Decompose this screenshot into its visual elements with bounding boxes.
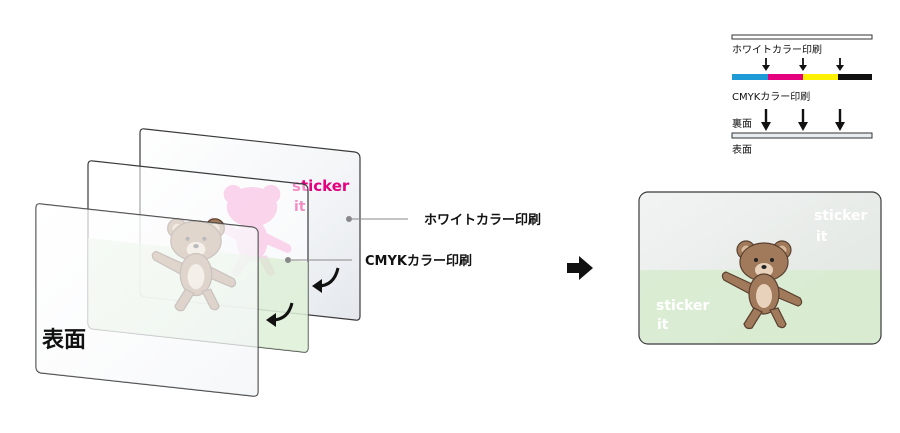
curved-arrow-icon	[312, 267, 340, 293]
down-arrow-icon	[836, 58, 844, 71]
legend-front-label: 表面	[732, 143, 752, 156]
cmyk-print-leader	[285, 257, 352, 263]
down-arrow-icon	[762, 58, 770, 71]
layer-legend: ホワイトカラー印刷 CMYKカラー印刷 裏面	[731, 34, 873, 156]
front-card: 表面	[35, 203, 259, 397]
front-card-label: 表面	[42, 328, 86, 353]
black-swatch	[838, 74, 872, 80]
right-arrow-icon	[567, 256, 593, 280]
result-it-text-2: it	[657, 317, 669, 333]
magenta-swatch	[768, 74, 803, 80]
legend-back-label: 裏面	[732, 117, 752, 130]
yellow-swatch	[803, 74, 838, 80]
result-sticker-text-2: sticker	[656, 298, 710, 314]
curved-arrow-icon	[266, 302, 294, 327]
result-sticker-text: sticker	[814, 208, 868, 224]
white-print-label: ホワイトカラー印刷	[424, 213, 541, 228]
down-arrow-icon	[761, 109, 771, 131]
result-it-text: it	[816, 229, 828, 245]
down-arrow-icon	[799, 58, 807, 71]
down-arrow-icon	[835, 109, 845, 131]
cmyk-print-label: CMYKカラー印刷	[365, 254, 472, 269]
legend-cmyk-print-label: CMYKカラー印刷	[732, 91, 810, 103]
cyan-swatch	[732, 74, 768, 80]
result-card: sticker it sticker it	[638, 191, 882, 345]
down-arrow-icon	[798, 109, 808, 131]
legend-white-print-label: ホワイトカラー印刷	[732, 44, 822, 56]
white-print-leader	[346, 216, 408, 222]
